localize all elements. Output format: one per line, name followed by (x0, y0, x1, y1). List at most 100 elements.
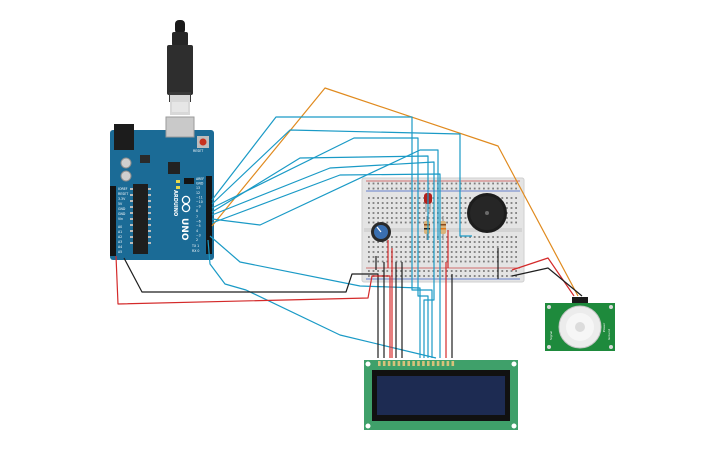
breadboard-hole (469, 197, 471, 199)
breadboard-hole (515, 217, 517, 219)
breadboard-hole (460, 202, 462, 204)
breadboard-hole (409, 236, 412, 238)
breadboard-hole (377, 260, 379, 263)
breadboard-hole (368, 275, 370, 277)
arduino-logo: ARDUINO UNO (172, 190, 191, 241)
breadboard-hole (478, 246, 481, 248)
breadboard-hole (427, 187, 430, 190)
breadboard-hole (455, 182, 458, 185)
breadboard-hole (423, 217, 425, 219)
breadboard-hole (409, 207, 412, 209)
breadboard-hole (368, 212, 370, 214)
pin-label-digital: 7 (196, 215, 198, 219)
breadboard-hole (409, 260, 412, 263)
breadboard-hole (446, 275, 448, 277)
breadboard-hole (427, 182, 430, 185)
breadboard-hole (414, 246, 416, 248)
breadboard-hole (391, 207, 393, 209)
breadboard-hole (478, 260, 481, 263)
breadboard-hole (423, 241, 425, 243)
breadboard-hole (450, 202, 453, 204)
potentiometer[interactable] (371, 222, 391, 242)
breadboard-hole (441, 251, 444, 253)
breadboard-hole (510, 275, 513, 277)
breadboard-hole (506, 221, 508, 224)
breadboard-hole (368, 251, 370, 253)
breadboard-hole (478, 275, 481, 277)
breadboard-hole (386, 202, 389, 204)
breadboard-hole (464, 241, 467, 243)
pir-motion-sensor[interactable]: Signal Power Ground (545, 297, 615, 351)
breadboard-hole (450, 217, 453, 219)
breadboard-hole (372, 260, 375, 263)
lcd-pin (451, 361, 455, 366)
breadboard-hole (469, 241, 471, 243)
breadboard-hole (395, 187, 398, 190)
piezo-buzzer[interactable] (467, 193, 507, 233)
breadboard-hole (423, 187, 425, 190)
breadboard-hole (464, 207, 467, 209)
breadboard-hole (501, 260, 504, 263)
breadboard-hole (510, 241, 513, 243)
breadboard-hole (409, 182, 412, 185)
breadboard-hole (404, 202, 407, 204)
breadboard-hole (441, 246, 444, 248)
breadboard-hole (404, 270, 407, 272)
breadboard-hole (492, 187, 494, 190)
breadboard-hole (423, 246, 425, 248)
breadboard-hole (450, 241, 453, 243)
breadboard-hole (487, 182, 490, 185)
arduino-uno-board[interactable]: ARDUINO UNO IOREF RESET 3.3V 5V GND GND … (110, 20, 214, 260)
wire-ground (123, 257, 379, 358)
breadboard-hole (450, 246, 453, 248)
breadboard-hole (414, 275, 416, 277)
breadboard-hole (446, 202, 448, 204)
breadboard-hole (469, 236, 471, 238)
breadboard-hole (460, 236, 462, 238)
breadboard-hole (368, 207, 370, 209)
breadboard-hole (515, 221, 517, 224)
breadboard-hole (381, 251, 384, 253)
breadboard-hole (483, 256, 485, 258)
usb-chip (168, 162, 180, 174)
breadboard-hole (400, 270, 402, 272)
breadboard-hole (464, 202, 467, 204)
wire-lcd-e (211, 129, 472, 237)
lcd-pin (427, 361, 430, 366)
breadboard-hole (496, 236, 499, 238)
breadboard-hole (372, 256, 375, 258)
breadboard-hole (478, 236, 481, 238)
breadboard-hole (492, 241, 494, 243)
breadboard-hole (391, 202, 393, 204)
breadboard-hole (427, 241, 430, 243)
breadboard-hole (400, 217, 402, 219)
breadboard-hole (496, 241, 499, 243)
breadboard-hole (455, 236, 458, 238)
breadboard-hole (400, 197, 402, 199)
lcd-pin (412, 361, 415, 366)
breadboard-hole (404, 275, 407, 277)
led-indicator (176, 180, 180, 183)
breadboard-hole (418, 275, 421, 277)
breadboard-hole (418, 260, 421, 263)
breadboard-hole (464, 256, 467, 258)
breadboard-hole (464, 251, 467, 253)
breadboard-hole (510, 251, 513, 253)
breadboard-hole (496, 182, 499, 185)
resistor[interactable] (440, 216, 446, 240)
breadboard-hole (432, 236, 435, 238)
breadboard-hole (404, 197, 407, 199)
lcd-pin (378, 361, 381, 366)
lcd-16x2[interactable] (364, 360, 518, 430)
breadboard-hole (450, 221, 453, 224)
breadboard-hole (506, 260, 508, 263)
breadboard-hole (395, 236, 398, 238)
breadboard-hole (432, 182, 435, 185)
breadboard-hole (515, 275, 517, 277)
breadboard-hole (515, 260, 517, 263)
breadboard-hole (395, 197, 398, 199)
breadboard-hole (409, 197, 412, 199)
breadboard-hole (441, 256, 444, 258)
breadboard-hole (455, 246, 458, 248)
breadboard-hole (427, 246, 430, 248)
